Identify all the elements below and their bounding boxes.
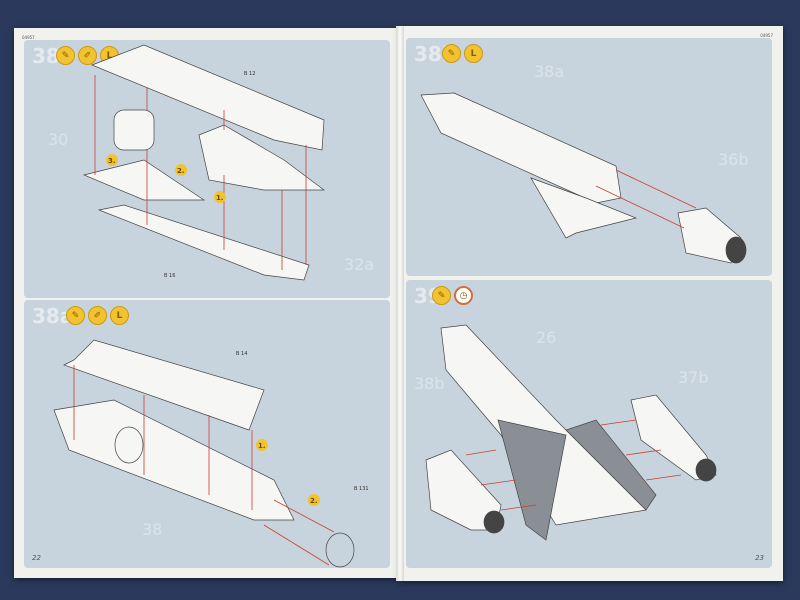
main-fuselage (440, 324, 647, 526)
part-ref: B 12 (244, 71, 255, 77)
engine-intake-part (114, 426, 144, 464)
step-icons: ✎ ◷ (432, 286, 473, 305)
assembly-arrows (465, 419, 682, 511)
paint-brush-icon: ✎ (66, 306, 85, 325)
ghost-label: 38 (142, 520, 163, 539)
step-38a-panel: 38a ✎ ✐ L 38 1. 2. B 14 B 131 (24, 300, 390, 568)
step-icons: ✎ L (442, 44, 483, 63)
ghost-label: 38a (534, 62, 565, 81)
step-38-drawing: 3. 2. 1. B 12 B 16 (82, 44, 326, 281)
wing-part (530, 177, 638, 239)
paint-brush-icon: ✎ (432, 286, 451, 305)
engine-intake-part (113, 109, 155, 151)
kit-code: 04957 (22, 35, 35, 40)
right-page: 04957 38b ✎ L 38a 36b 39 ✎ ◷ 26 38b (400, 26, 783, 581)
step-38-panel: 38 ✎ ✐ L 30 32a 3. 2. (24, 40, 390, 298)
paint-brush-icon: ✎ (442, 44, 461, 63)
step-39-panel: 39 ✎ ◷ 26 38b 37b 23 (406, 280, 772, 568)
step-number: 38 (32, 44, 60, 68)
intake-ring-part (325, 532, 355, 568)
lower-fuselage-part (97, 204, 310, 281)
ghost-label: 26 (536, 328, 557, 347)
right-engine-pod (630, 394, 717, 481)
svg-text:1.: 1. (258, 442, 266, 450)
step-38b-panel: 38b ✎ L 38a 36b (406, 38, 772, 276)
ghost-label: 38b (414, 374, 445, 393)
kit-code: 04957 (760, 33, 773, 38)
left-side-icon: L (464, 44, 483, 63)
part-ref: B 16 (164, 273, 175, 279)
page-number: 22 (32, 554, 41, 562)
ghost-label: 32a (344, 255, 375, 274)
right-wing-panel (565, 419, 657, 511)
part-ref: B 131 (354, 486, 369, 492)
ghost-label: 37b (678, 368, 709, 387)
svg-text:2.: 2. (177, 167, 185, 175)
left-wing-panel (497, 419, 567, 541)
fuselage-assembly (420, 92, 622, 204)
ghost-label: 30 (48, 130, 69, 149)
paint-brush-icon: ✎ (56, 46, 75, 65)
ghost-label: 36b (718, 150, 749, 169)
page-number: 23 (755, 554, 764, 562)
booklet-spine (396, 26, 404, 581)
upper-fuselage-part (63, 339, 265, 431)
step-39-drawing (425, 324, 717, 541)
glue-icon: ✐ (88, 306, 107, 325)
callouts: 1. 2. (256, 439, 320, 506)
left-page: 04957 38 ✎ ✐ L 30 32a 3. (14, 28, 400, 578)
step-icons: ✎ ✐ L (66, 306, 129, 325)
callouts: 3. 2. 1. (106, 154, 226, 203)
part-ref: B 14 (236, 351, 247, 357)
assembly-arrows (595, 169, 697, 229)
upper-fuselage-part (91, 44, 325, 151)
assembly-arrows (94, 75, 307, 270)
step-38b-drawing (420, 92, 747, 264)
svg-text:3.: 3. (108, 157, 116, 165)
svg-text:1.: 1. (216, 194, 224, 202)
step-38a-drawing: 1. 2. B 14 B 131 (53, 339, 369, 568)
glue-icon: ✐ (78, 46, 97, 65)
wing-part (82, 159, 206, 201)
clock-icon: ◷ (454, 286, 473, 305)
left-side-icon: L (110, 306, 129, 325)
svg-text:2.: 2. (310, 497, 318, 505)
assembly-arrows (73, 365, 335, 566)
lower-fuselage-assembly (53, 399, 295, 521)
